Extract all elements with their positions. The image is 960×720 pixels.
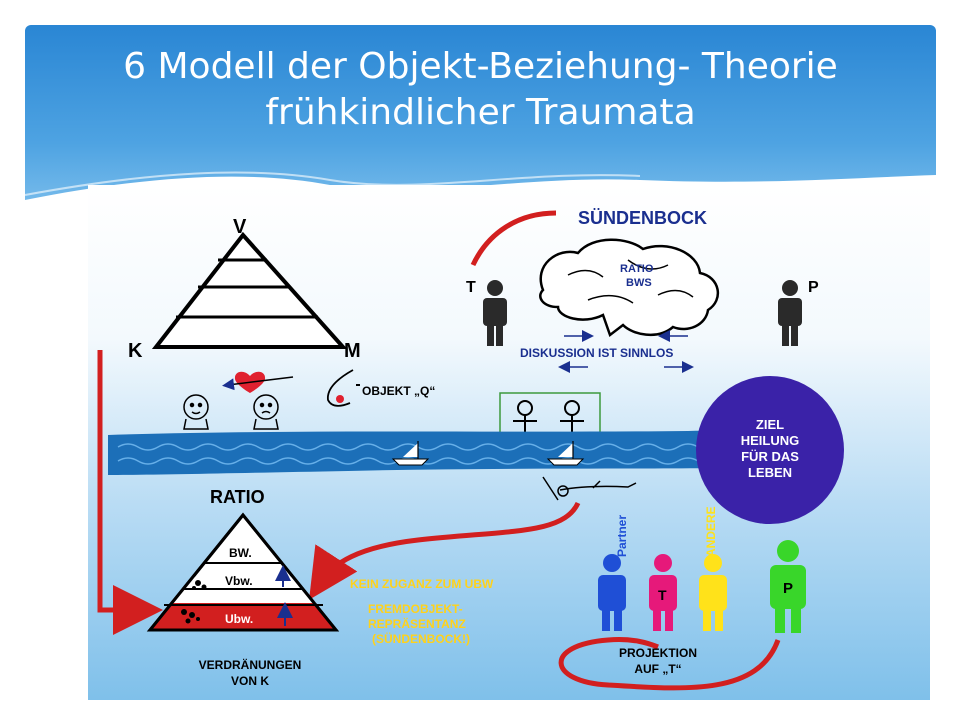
goal-line-3: FÜR DAS [741, 449, 799, 464]
repression-arrow [97, 350, 163, 635]
trauma-diagram: V K M OBJEKT „Q“ [88, 185, 930, 700]
pyramid-label-ubw: Ubw. [225, 612, 253, 626]
no-access-label: KEIN ZUGANZ ZUM UBW [350, 577, 494, 591]
person-andere-icon [699, 554, 727, 631]
foreign-object-line-2: REPRÄSENTANZ [368, 616, 466, 631]
triangle-label-k: K [128, 340, 143, 362]
ratio-pyramid-title: RATIO [210, 487, 265, 507]
label-andere: ANDERE [704, 506, 718, 557]
person-p-icon [778, 280, 802, 346]
goal-circle [696, 376, 844, 524]
scapegoat-title: SÜNDENBOCK [578, 208, 707, 228]
brain-icon [539, 238, 720, 338]
pyramid-label-vbw: Vbw. [225, 574, 253, 588]
label-partner: Partner [615, 515, 629, 557]
projection-caption-1: PROJEKTION [619, 646, 697, 660]
love-arrow [222, 376, 294, 391]
goal-line-2: HEILUNG [741, 433, 800, 448]
scapegoat-red-arc [470, 210, 557, 267]
person-p-projection-icon [770, 540, 806, 633]
triangle-label-v: V [233, 216, 247, 238]
projection-caption-2: AUF „T“ [634, 662, 681, 676]
person-t-icon [483, 280, 507, 346]
title-line-1: 6 Modell der Objekt-Beziehung- Theorie [123, 46, 838, 87]
projection-loop [558, 637, 781, 691]
brain-label-ratio: RATIO [620, 263, 654, 275]
brain-label-bws: BWS [626, 277, 652, 289]
pyramid-caption-2: VON K [231, 674, 269, 688]
no-access-arrow [309, 501, 581, 600]
pyramid-label-bw: BW. [229, 546, 252, 560]
vkm-triangle [151, 231, 348, 349]
slide-title: 6 Modell der Objekt-Beziehung- Theorie f… [25, 44, 936, 136]
baby-icon [183, 394, 279, 430]
foreign-object-line-1: FREMDOBJEKT- [368, 602, 463, 616]
person-t-label: T [466, 279, 476, 296]
label-t-projection: T [658, 587, 667, 603]
triangle-label-m: M [344, 340, 361, 362]
person-t-projection-icon [649, 554, 677, 631]
breast-object-icon [327, 369, 360, 407]
sailboat-icon [391, 441, 585, 466]
objekt-label: OBJEKT „Q“ [362, 384, 435, 398]
water-band [108, 430, 768, 475]
discussion-label: DISKUSSION IST SINNLOS [520, 346, 673, 360]
diver-icon [542, 476, 637, 501]
scribble-icon [181, 580, 207, 624]
person-partner-icon [598, 554, 626, 631]
label-p-projection: P [783, 580, 793, 597]
foreign-object-line-3: (SÜNDENBOCK!) [372, 631, 470, 646]
person-p-label: P [808, 279, 819, 296]
pyramid-caption-1: VERDRÄNUNGEN [199, 657, 302, 672]
title-line-2: frühkindlicher Traumata [265, 92, 696, 133]
ratio-pyramid [146, 512, 340, 632]
goal-line-1: ZIEL [756, 417, 784, 432]
goal-line-4: LEBEN [748, 465, 792, 480]
